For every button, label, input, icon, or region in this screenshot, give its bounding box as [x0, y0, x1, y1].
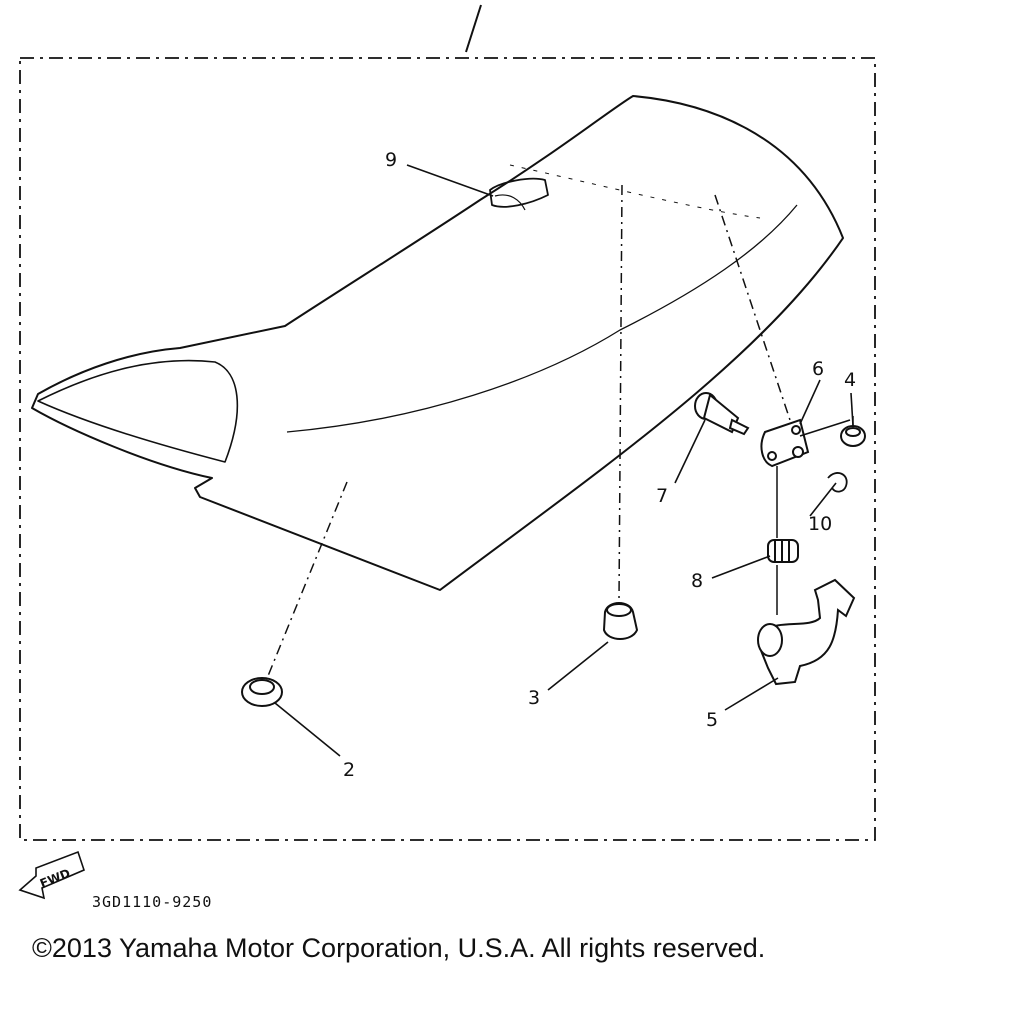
- callout-5: 5: [706, 709, 718, 731]
- callout-2: 2: [343, 759, 355, 781]
- bracket-part-6: [760, 418, 810, 468]
- fwd-arrow-icon: FWD: [18, 850, 85, 900]
- copyright-notice: ©2013 Yamaha Motor Corporation, U.S.A. A…: [32, 933, 766, 963]
- callout-8: 8: [691, 570, 703, 592]
- assembly-leader-line: [465, 4, 482, 53]
- seat-strap: [489, 177, 549, 208]
- spring-part-8: [767, 539, 799, 563]
- damper-3-dash: [618, 184, 623, 601]
- damper-part-2: [241, 677, 283, 707]
- callout-3: 3: [528, 687, 540, 709]
- callout-6: 6: [812, 358, 824, 380]
- latch-part-5: [757, 578, 856, 686]
- diagram-code: 3GD1110-9250: [92, 893, 213, 911]
- hinge-dash: [714, 194, 791, 421]
- assembly-frame: [19, 57, 876, 841]
- callout-7: 7: [656, 485, 668, 507]
- damper-part-3: [602, 602, 639, 640]
- clip-part-10: [827, 472, 848, 493]
- callout-10: 10: [808, 513, 832, 535]
- callout-9: 9: [385, 149, 397, 171]
- damper-2-dash: [267, 481, 348, 677]
- callout-leaders: [274, 164, 854, 757]
- seat-body: [31, 95, 844, 591]
- callout-4: 4: [844, 369, 856, 391]
- bolt-part-7: [694, 392, 750, 436]
- nut-part-4: [840, 425, 866, 447]
